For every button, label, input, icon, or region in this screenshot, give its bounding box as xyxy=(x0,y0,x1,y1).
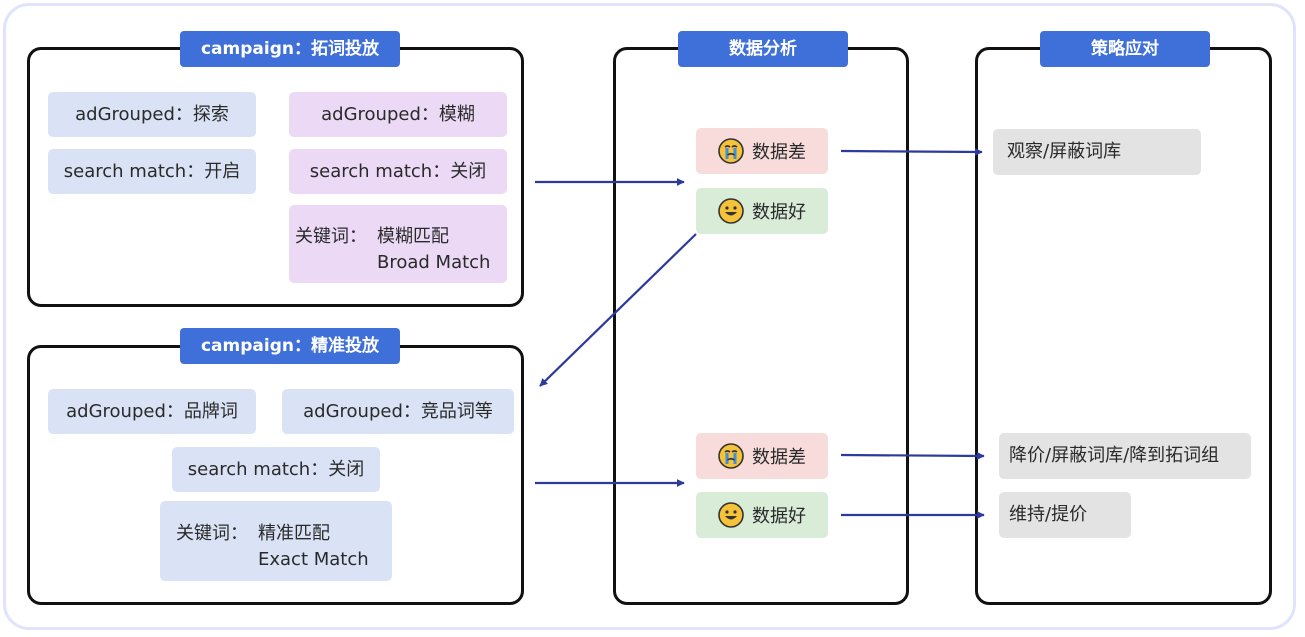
campaign-exact-title: campaign：精准投放 xyxy=(180,328,400,364)
keyword-broad-box: 关键词： 模糊匹配 Broad Match xyxy=(289,205,507,283)
status-good-label: 数据好 xyxy=(752,202,806,223)
status-good-top: 数据好 xyxy=(696,188,828,234)
smiling-face-icon xyxy=(718,502,744,528)
adgroup-explore-box: adGrouped：探索 xyxy=(48,92,256,137)
smiling-face-icon xyxy=(718,198,744,224)
strategy-observe-box: 观察/屏蔽词库 xyxy=(993,129,1201,175)
strategy-keep-box: 维持/提价 xyxy=(999,492,1131,538)
keyword-exact-box: 关键词： 精准匹配 Exact Match xyxy=(160,501,392,581)
keyword-match-en: Broad Match xyxy=(377,252,491,273)
adgroup-brand-box: adGrouped：品牌词 xyxy=(48,389,256,434)
search-match-off-box: search match：关闭 xyxy=(289,149,507,194)
strategy-lower-box: 降价/屏蔽词库/降到拓词组 xyxy=(999,433,1251,479)
status-bad-bottom: 数据差 xyxy=(696,433,828,479)
search-match-off-box: search match：关闭 xyxy=(172,447,380,492)
strategy-title: 策略应对 xyxy=(1040,31,1210,67)
arrow-bad-bottom-to-lower xyxy=(840,451,985,460)
keyword-label: 关键词： xyxy=(176,523,248,544)
keyword-match-en: Exact Match xyxy=(258,549,369,570)
keyword-match-cn: 精准匹配 xyxy=(258,523,330,544)
adgroup-competitor-box: adGrouped：竞品词等 xyxy=(282,389,514,434)
arrow-good-to-exact xyxy=(539,233,697,387)
status-bad-label: 数据差 xyxy=(752,142,806,163)
keyword-match-cn: 模糊匹配 xyxy=(377,226,449,247)
keyword-label: 关键词： xyxy=(295,226,367,247)
crying-face-icon xyxy=(718,443,744,469)
search-match-on-box: search match：开启 xyxy=(48,149,256,194)
arrow-bad-top-to-observe xyxy=(840,147,983,156)
status-bad-top: 数据差 xyxy=(696,128,828,174)
diagram-frame xyxy=(3,3,1296,630)
crying-face-icon xyxy=(718,138,744,164)
status-good-bottom: 数据好 xyxy=(696,492,828,538)
analysis-title: 数据分析 xyxy=(678,31,848,67)
campaign-broad-title: campaign：拓词投放 xyxy=(180,31,400,67)
status-bad-label: 数据差 xyxy=(752,447,806,468)
adgroup-fuzzy-box: adGrouped：模糊 xyxy=(289,92,507,137)
status-good-label: 数据好 xyxy=(752,506,806,527)
